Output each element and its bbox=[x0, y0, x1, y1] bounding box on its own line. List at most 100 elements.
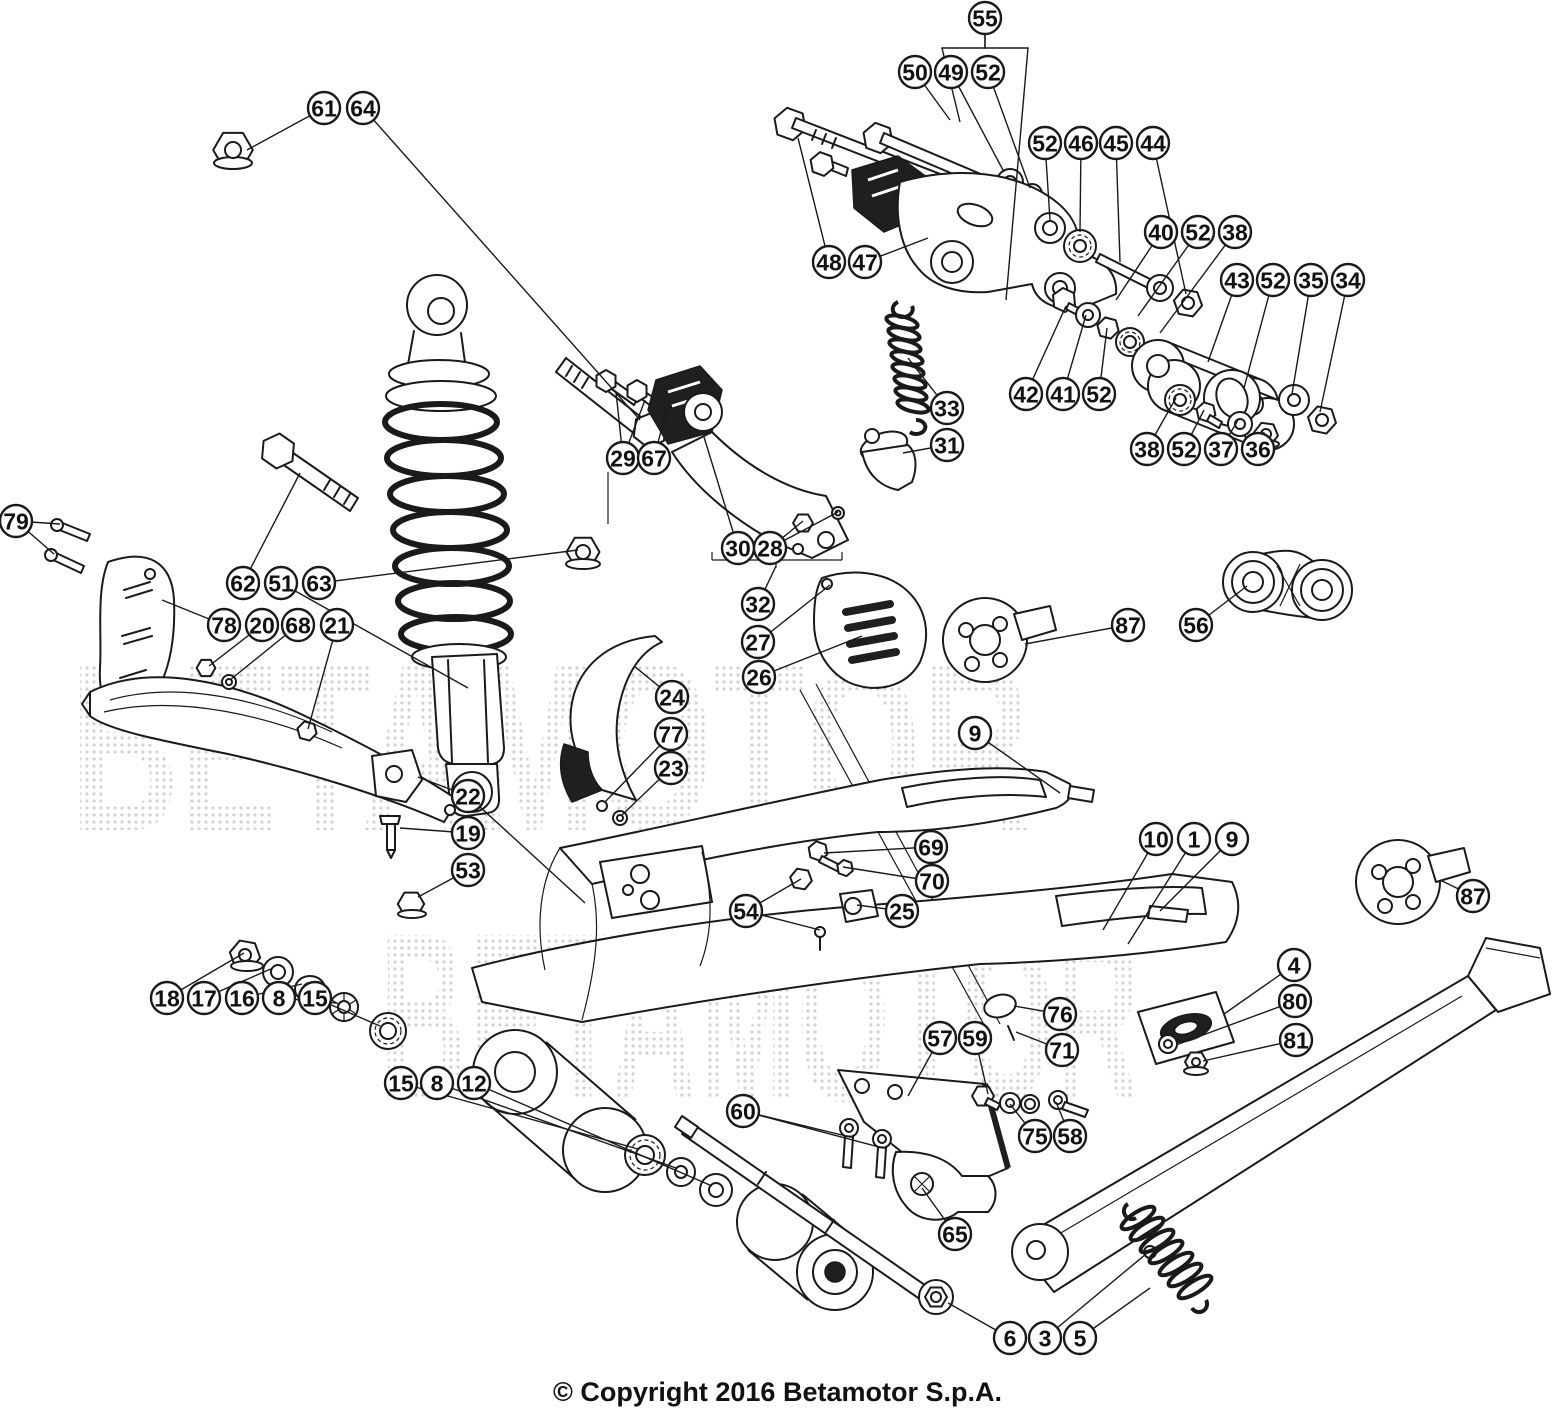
callout-53: 53 bbox=[450, 852, 486, 888]
leader-line-62 bbox=[242, 472, 301, 584]
callout-46: 46 bbox=[1063, 125, 1099, 161]
svg-text:81: 81 bbox=[1283, 1027, 1309, 1053]
callout-3: 3 bbox=[1027, 1320, 1063, 1356]
chain-adjuster-cam-right bbox=[1355, 839, 1471, 925]
screw-77 bbox=[596, 800, 608, 812]
callout-42: 42 bbox=[1008, 376, 1044, 412]
callout-52: 52 bbox=[970, 54, 1006, 90]
shock-body bbox=[431, 653, 505, 765]
screw-19 bbox=[379, 815, 401, 825]
callout-29: 29 bbox=[605, 440, 641, 476]
callout-5: 5 bbox=[1062, 1320, 1098, 1356]
svg-text:22: 22 bbox=[455, 783, 481, 809]
svg-text:87: 87 bbox=[1115, 612, 1141, 638]
return-spring-33 bbox=[884, 300, 931, 436]
leader-line-30 bbox=[703, 436, 739, 549]
svg-text:87: 87 bbox=[1460, 883, 1486, 909]
leader-line-1 bbox=[1127, 838, 1195, 945]
svg-text:32: 32 bbox=[745, 591, 771, 617]
callout-36: 36 bbox=[1240, 431, 1276, 467]
svg-text:52: 52 bbox=[1185, 219, 1211, 245]
svg-text:9: 9 bbox=[1226, 826, 1239, 852]
screw-71 bbox=[1007, 1025, 1015, 1041]
callout-71: 71 bbox=[1044, 1032, 1080, 1068]
callout-37: 37 bbox=[1203, 431, 1239, 467]
leader-line-3 bbox=[1044, 1248, 1153, 1339]
svg-text:56: 56 bbox=[1183, 612, 1209, 638]
callout-65: 65 bbox=[937, 1216, 973, 1252]
callout-17: 17 bbox=[186, 980, 222, 1016]
svg-text:36: 36 bbox=[1245, 436, 1271, 462]
leader-line-52 bbox=[1137, 231, 1199, 317]
leader-line-45 bbox=[1115, 142, 1121, 263]
svg-text:12: 12 bbox=[461, 1070, 487, 1096]
chain-adjuster-cam-left bbox=[942, 597, 1057, 683]
leader-line-80 bbox=[1175, 1000, 1296, 1046]
hook-65 bbox=[891, 1150, 997, 1221]
svg-text:51: 51 bbox=[268, 570, 294, 596]
lever-bracket-assembly bbox=[590, 365, 849, 568]
svg-text:31: 31 bbox=[934, 432, 960, 458]
svg-text:25: 25 bbox=[889, 898, 915, 924]
callout-70: 70 bbox=[914, 863, 950, 899]
leader-line-51 bbox=[280, 582, 469, 689]
svg-text:65: 65 bbox=[942, 1221, 968, 1247]
svg-text:63: 63 bbox=[306, 570, 332, 596]
svg-text:33: 33 bbox=[934, 395, 960, 421]
svg-text:10: 10 bbox=[1143, 826, 1169, 852]
callout-25: 25 bbox=[884, 893, 920, 929]
callout-63: 63 bbox=[301, 565, 337, 601]
center-fasteners bbox=[787, 838, 879, 951]
callout-22: 22 bbox=[450, 778, 486, 814]
leader-line-26 bbox=[758, 635, 863, 678]
svg-text:3: 3 bbox=[1039, 1325, 1052, 1351]
chain-guide-holder bbox=[559, 635, 663, 826]
callout-10: 10 bbox=[1138, 821, 1174, 857]
side-stand bbox=[674, 937, 1551, 1315]
callout-31: 31 bbox=[929, 427, 965, 463]
svg-text:41: 41 bbox=[1050, 381, 1076, 407]
callout-30: 30 bbox=[720, 530, 756, 566]
svg-text:5: 5 bbox=[1074, 1325, 1087, 1351]
svg-text:79: 79 bbox=[3, 508, 29, 534]
leader-line-22 bbox=[467, 795, 586, 904]
callout-38: 38 bbox=[1129, 431, 1165, 467]
leader-line-38 bbox=[1159, 231, 1236, 334]
leader-line-64 bbox=[362, 107, 641, 421]
svg-text:80: 80 bbox=[1282, 988, 1308, 1014]
callout-15: 15 bbox=[297, 980, 333, 1016]
guard-screws-79 bbox=[44, 518, 91, 574]
callout-40: 40 bbox=[1143, 214, 1179, 250]
callout-6: 6 bbox=[992, 1320, 1028, 1356]
axle-stub-upper bbox=[1067, 785, 1095, 803]
callout-76: 76 bbox=[1042, 996, 1078, 1032]
leader-line-35 bbox=[1291, 279, 1312, 395]
svg-text:53: 53 bbox=[455, 857, 481, 883]
svg-text:50: 50 bbox=[902, 59, 928, 85]
leader-line-48 bbox=[797, 137, 830, 263]
callout-38: 38 bbox=[1217, 214, 1253, 250]
svg-text:59: 59 bbox=[962, 1025, 988, 1051]
svg-text:54: 54 bbox=[733, 898, 759, 924]
leader-line-9 bbox=[974, 732, 1061, 794]
shock-guard-plate bbox=[44, 518, 176, 716]
callout-64: 64 bbox=[345, 90, 381, 126]
svg-text:40: 40 bbox=[1148, 219, 1174, 245]
callout-52: 52 bbox=[1166, 431, 1202, 467]
svg-text:6: 6 bbox=[1004, 1325, 1017, 1351]
stand-bracket-assembly bbox=[837, 1069, 1089, 1221]
leader-line-69 bbox=[823, 846, 932, 854]
svg-text:55: 55 bbox=[972, 5, 998, 31]
svg-text:19: 19 bbox=[455, 820, 481, 846]
callout-87: 87 bbox=[1110, 607, 1146, 643]
suspension-link-56 bbox=[1222, 549, 1353, 621]
svg-text:18: 18 bbox=[154, 985, 180, 1011]
right-hardware bbox=[983, 991, 1235, 1076]
callout-57: 57 bbox=[922, 1020, 958, 1056]
callout-56: 56 bbox=[1178, 607, 1214, 643]
svg-text:4: 4 bbox=[1288, 952, 1301, 978]
line-art bbox=[44, 103, 1551, 1315]
callout-19: 19 bbox=[450, 815, 486, 851]
callout-35: 35 bbox=[1293, 262, 1329, 298]
